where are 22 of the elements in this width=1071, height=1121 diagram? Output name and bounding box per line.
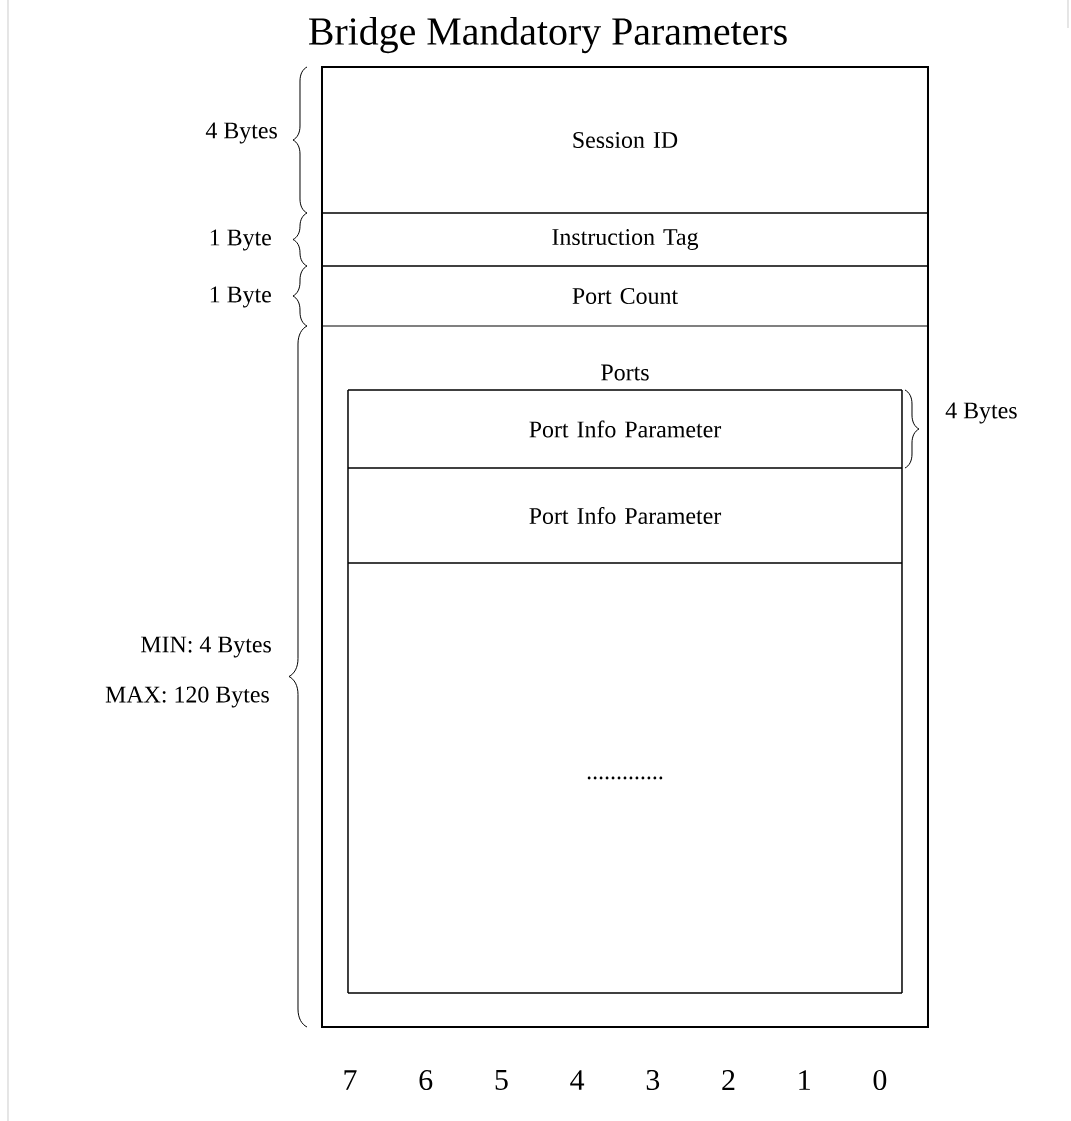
bit-number: 6 [419, 1069, 433, 1091]
bit-number: 7 [344, 1070, 357, 1090]
bit-number: 5 [495, 1070, 508, 1090]
bit-number: 3 [646, 1069, 660, 1091]
field-box: Port Info Parameter [347, 389, 903, 469]
field-box: Port Info Parameter [347, 467, 903, 564]
bit-number: 2 [722, 1070, 735, 1090]
dimension-label: 4 Bytes [945, 402, 1017, 424]
dimension-label: 1 Byte [210, 286, 271, 308]
node-label: Session ID [573, 131, 678, 149]
field-box: Port Count [321, 265, 929, 327]
dimension-label: MIN: 4 Bytes [141, 636, 271, 658]
bit-number: 4 [570, 1070, 585, 1090]
field-box: ............. [347, 562, 903, 994]
node-label: Ports [601, 364, 649, 381]
title: Bridge Mandatory Parameters [309, 16, 787, 54]
dimension-label: 4 Bytes [205, 122, 277, 144]
bit-number: 1 [799, 1070, 810, 1090]
dimension-label: 1 Byte [210, 229, 271, 251]
dimension-label: MAX: 120 Bytes [105, 686, 269, 708]
field-box: Instruction Tag [321, 212, 929, 267]
bit-number: 0 [873, 1069, 887, 1091]
